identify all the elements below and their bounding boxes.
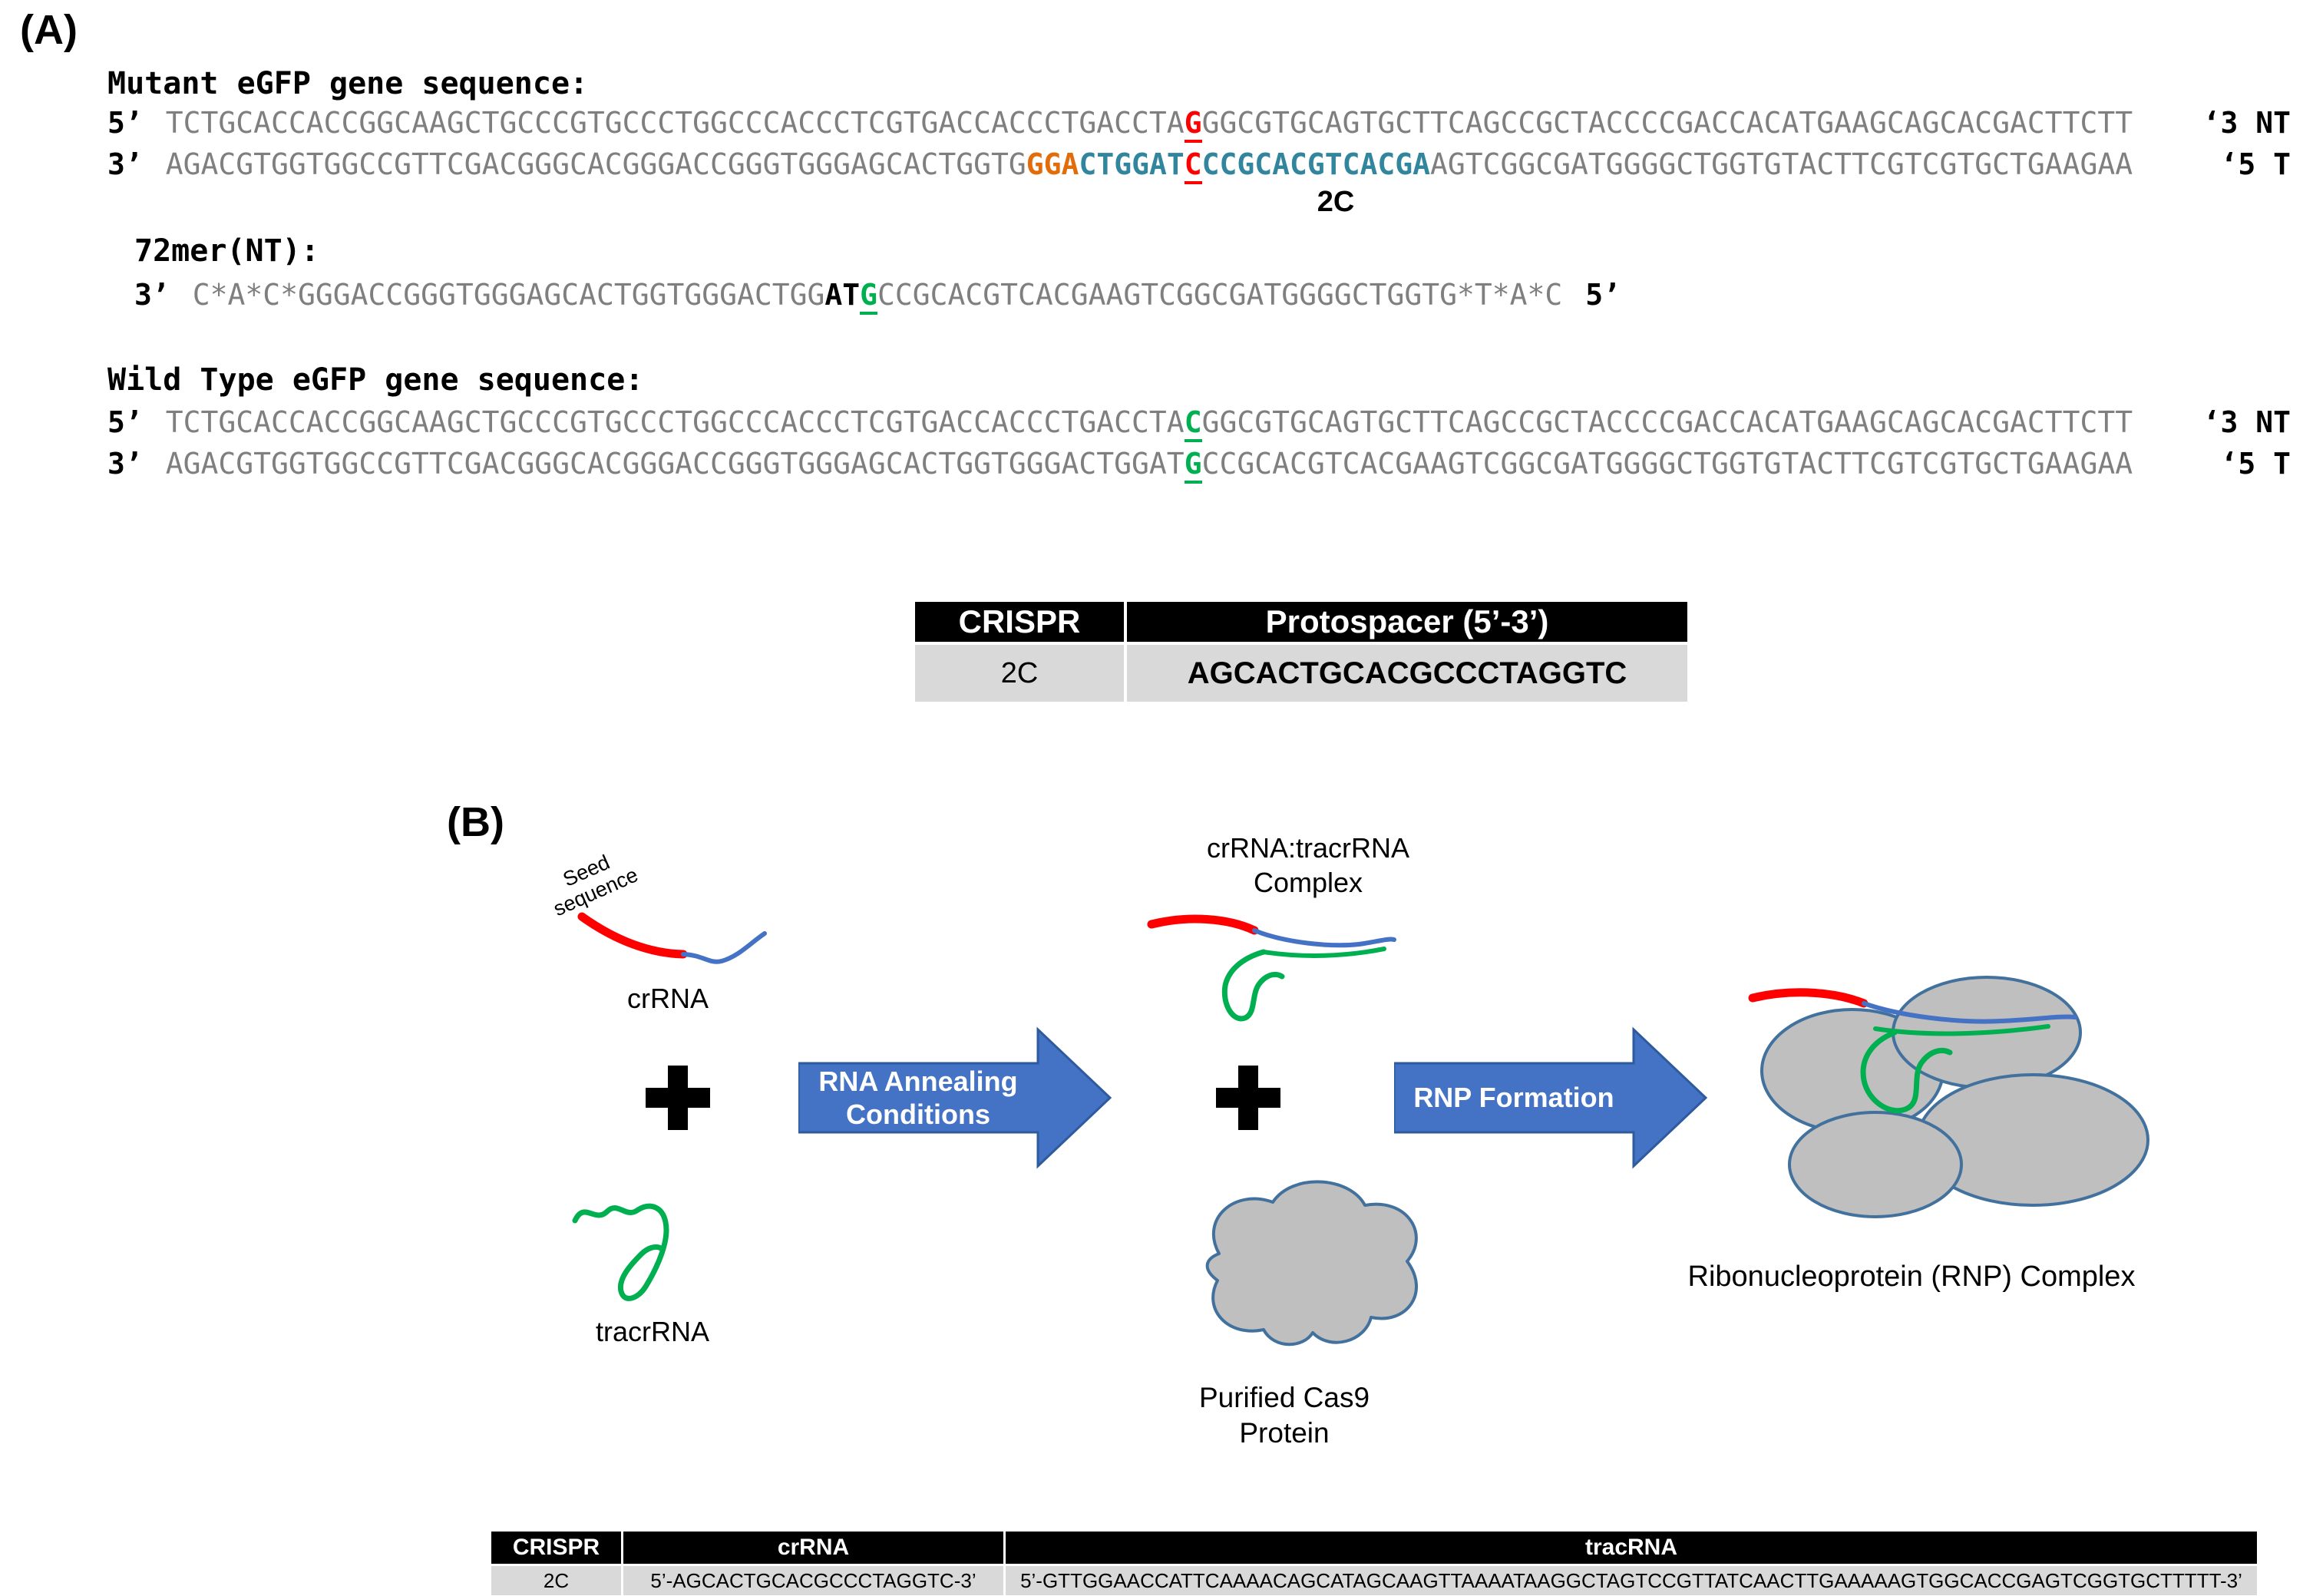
sequence-segment: CCGCACGTCACGAAGTCGGCGATGGGGCTGGTG*T*A*C bbox=[877, 278, 1563, 312]
rnp-formation-arrow-label: RNP Formation bbox=[1413, 1082, 1614, 1114]
protospacer-table-cell-sequence: AGCACTGCACGCCCTAGGTC bbox=[1127, 645, 1687, 702]
complex-crRNA-seed bbox=[1147, 914, 1259, 935]
mutant-bottom-strand: 3’ AGACGTGGTGGCCGTTCGACGGGCACGGGACCGGGTGG… bbox=[107, 147, 2291, 184]
plus-icon bbox=[1216, 1066, 1280, 1130]
strand-3prime-label: 3’ bbox=[134, 278, 170, 312]
protospacer-segment: CCGCACGTCACGA bbox=[1201, 147, 1431, 181]
tracrRNA-strand bbox=[572, 1203, 669, 1301]
cas9-label: Purified Cas9 Protein bbox=[1198, 1382, 1370, 1449]
rna-annealing-arrow bbox=[798, 1026, 1112, 1169]
wildtype-bottom-strand: 3’ AGACGTGGTGGCCGTTCGACGGGCACGGGACCGGGTGG… bbox=[107, 447, 2291, 484]
complex-crRNA-repeat bbox=[1252, 928, 1396, 948]
strand-5prime-t-label: ‘5 T bbox=[2220, 147, 2291, 181]
strand-5prime-label: 5’ bbox=[1585, 278, 1621, 312]
crispr-site-2c-label: 2C bbox=[1317, 186, 1355, 218]
tracrRNA-label: tracrRNA bbox=[595, 1316, 709, 1347]
rnp-crRNA-seed bbox=[1748, 988, 1869, 1008]
rnp-formation-arrow bbox=[1394, 1026, 1708, 1169]
sequence-segment: C*A*C*GGGACCGGGTGGGAGCACTGGTGGGACTGG bbox=[192, 278, 825, 312]
rnp-lobe bbox=[1788, 1111, 1963, 1218]
protospacer-table: CRISPR Protospacer (5’-3’) 2C AGCACTGCAC… bbox=[915, 602, 1687, 702]
sequence-segment: TCTGCACCACCGGCAAGCTGCCCGTGCCCTGGCCCACCCT… bbox=[165, 106, 1185, 140]
sequence-segment: AGACGTGGTGGCCGTTCGACGGGCACGGGACCGGGTGGGA… bbox=[165, 447, 1185, 481]
strand-5prime-t-label: ‘5 T bbox=[2220, 447, 2291, 481]
complex-tracrRNA-loop bbox=[1221, 949, 1285, 1022]
rna-table-header-crrna: crRNA bbox=[623, 1532, 1003, 1564]
strand-3prime-nt-label: ‘3 NT bbox=[2202, 405, 2291, 439]
strand-3prime-label: 3’ bbox=[107, 447, 143, 481]
block-arrow-shape bbox=[1394, 1026, 1708, 1169]
bold-bases: AT bbox=[824, 278, 861, 312]
tracrRNA-icon bbox=[572, 1203, 669, 1301]
panel-a-label: (A) bbox=[20, 7, 78, 53]
mutation-base-red: C bbox=[1184, 147, 1202, 184]
sequence-segment: AGTCGGCGATGGGGCTGGTGTACTTCGTCGTGCTGAAGAA bbox=[1430, 147, 2133, 181]
mutation-base-red: G bbox=[1184, 106, 1202, 143]
strand-3prime-nt-label: ‘3 NT bbox=[2202, 106, 2291, 140]
crRNA-repeat-segment bbox=[681, 931, 767, 964]
rnp-tracrRNA-loop bbox=[1860, 1029, 1953, 1114]
rna-table-header-tracrna: tracRNA bbox=[1006, 1532, 2257, 1564]
crRNA-tracrRNA-complex-label: crRNA:tracrRNA Complex bbox=[1206, 832, 1409, 898]
panel-b-label: (B) bbox=[447, 799, 504, 845]
edit-base-green: G bbox=[860, 278, 878, 315]
rna-table: CRISPR crRNA tracRNA 2C 5’-AGCACTGCACGCC… bbox=[491, 1532, 2257, 1595]
sequence-segment: AGACGTGGTGGCCGTTCGACGGGCACGGGACCGGGTGGGA… bbox=[165, 147, 1026, 181]
crRNA-label: crRNA bbox=[627, 983, 709, 1014]
oligo-72mer-title: 72mer(NT): bbox=[134, 233, 319, 269]
mutant-section-title: Mutant eGFP gene sequence: bbox=[107, 66, 589, 101]
wildtype-base-green: G bbox=[1184, 447, 1202, 484]
block-arrow-shape bbox=[798, 1026, 1112, 1169]
plus-icon bbox=[646, 1066, 710, 1130]
rnp-complex-label: Ribonucleoprotein (RNP) Complex bbox=[1687, 1261, 2136, 1293]
oligo-72mer-sequence: 3’ C*A*C*GGGACCGGGTGGGAGCACTGGTGGGACTGGAT… bbox=[134, 278, 2291, 315]
rna-table-cell-crispr: 2C bbox=[491, 1566, 621, 1595]
protospacer-table-header-crispr: CRISPR bbox=[915, 602, 1124, 642]
complex-tracrRNA-paired bbox=[1261, 947, 1386, 958]
protospacer-table-header-protospacer: Protospacer (5’-3’) bbox=[1127, 602, 1687, 642]
sequence-segment: TCTGCACCACCGGCAAGCTGCCCGTGCCCTGGCCCACCCT… bbox=[165, 405, 1185, 439]
strand-5prime-label: 5’ bbox=[107, 106, 143, 140]
sequence-segment: GGCGTGCAGTGCTTCAGCCGCTACCCCGACCACATGAAGC… bbox=[1201, 405, 2133, 439]
rnp-complex-icon bbox=[1748, 976, 2149, 1218]
protospacer-table-cell-crispr: 2C bbox=[915, 645, 1124, 702]
mutant-top-strand: 5’ TCTGCACCACCGGCAAGCTGCCCGTGCCCTGGCCCACC… bbox=[107, 106, 2291, 143]
pam-site: GGA bbox=[1026, 147, 1079, 181]
crRNA-seed-segment bbox=[577, 912, 688, 959]
rna-table-cell-tracrna: 5’-GTTGGAACCATTCAAAACAGCATAGCAAGTTAAAATA… bbox=[1006, 1566, 2257, 1595]
crRNA-icon bbox=[577, 912, 767, 964]
wildtype-top-strand: 5’ TCTGCACCACCGGCAAGCTGCCCGTGCCCTGGCCCACC… bbox=[107, 405, 2291, 442]
rna-table-header-crispr: CRISPR bbox=[491, 1532, 621, 1564]
rna-table-cell-crrna: 5’-AGCACTGCACGCCCTAGGTC-3’ bbox=[623, 1566, 1003, 1595]
rna-annealing-arrow-label: RNA Annealing Conditions bbox=[818, 1065, 1018, 1130]
cas9-protein-icon bbox=[1205, 1180, 1418, 1347]
rnp-crRNA-repeat bbox=[1862, 1001, 2077, 1024]
cas9-blob-shape bbox=[1205, 1180, 1418, 1347]
strand-3prime-label: 3’ bbox=[107, 147, 143, 181]
sequence-segment: CCGCACGTCACGAAGTCGGCGATGGGGCTGGTGTACTTCG… bbox=[1201, 447, 2133, 481]
protospacer-segment: CTGGAT bbox=[1079, 147, 1185, 181]
sequence-segment: GGCGTGCAGTGCTTCAGCCGCTACCCCGACCACATGAAGC… bbox=[1201, 106, 2133, 140]
wildtype-section-title: Wild Type eGFP gene sequence: bbox=[107, 362, 644, 398]
strand-5prime-label: 5’ bbox=[107, 405, 143, 439]
crRNA-tracrRNA-complex-icon bbox=[1147, 914, 1396, 1022]
wildtype-base-green: C bbox=[1184, 405, 1202, 442]
